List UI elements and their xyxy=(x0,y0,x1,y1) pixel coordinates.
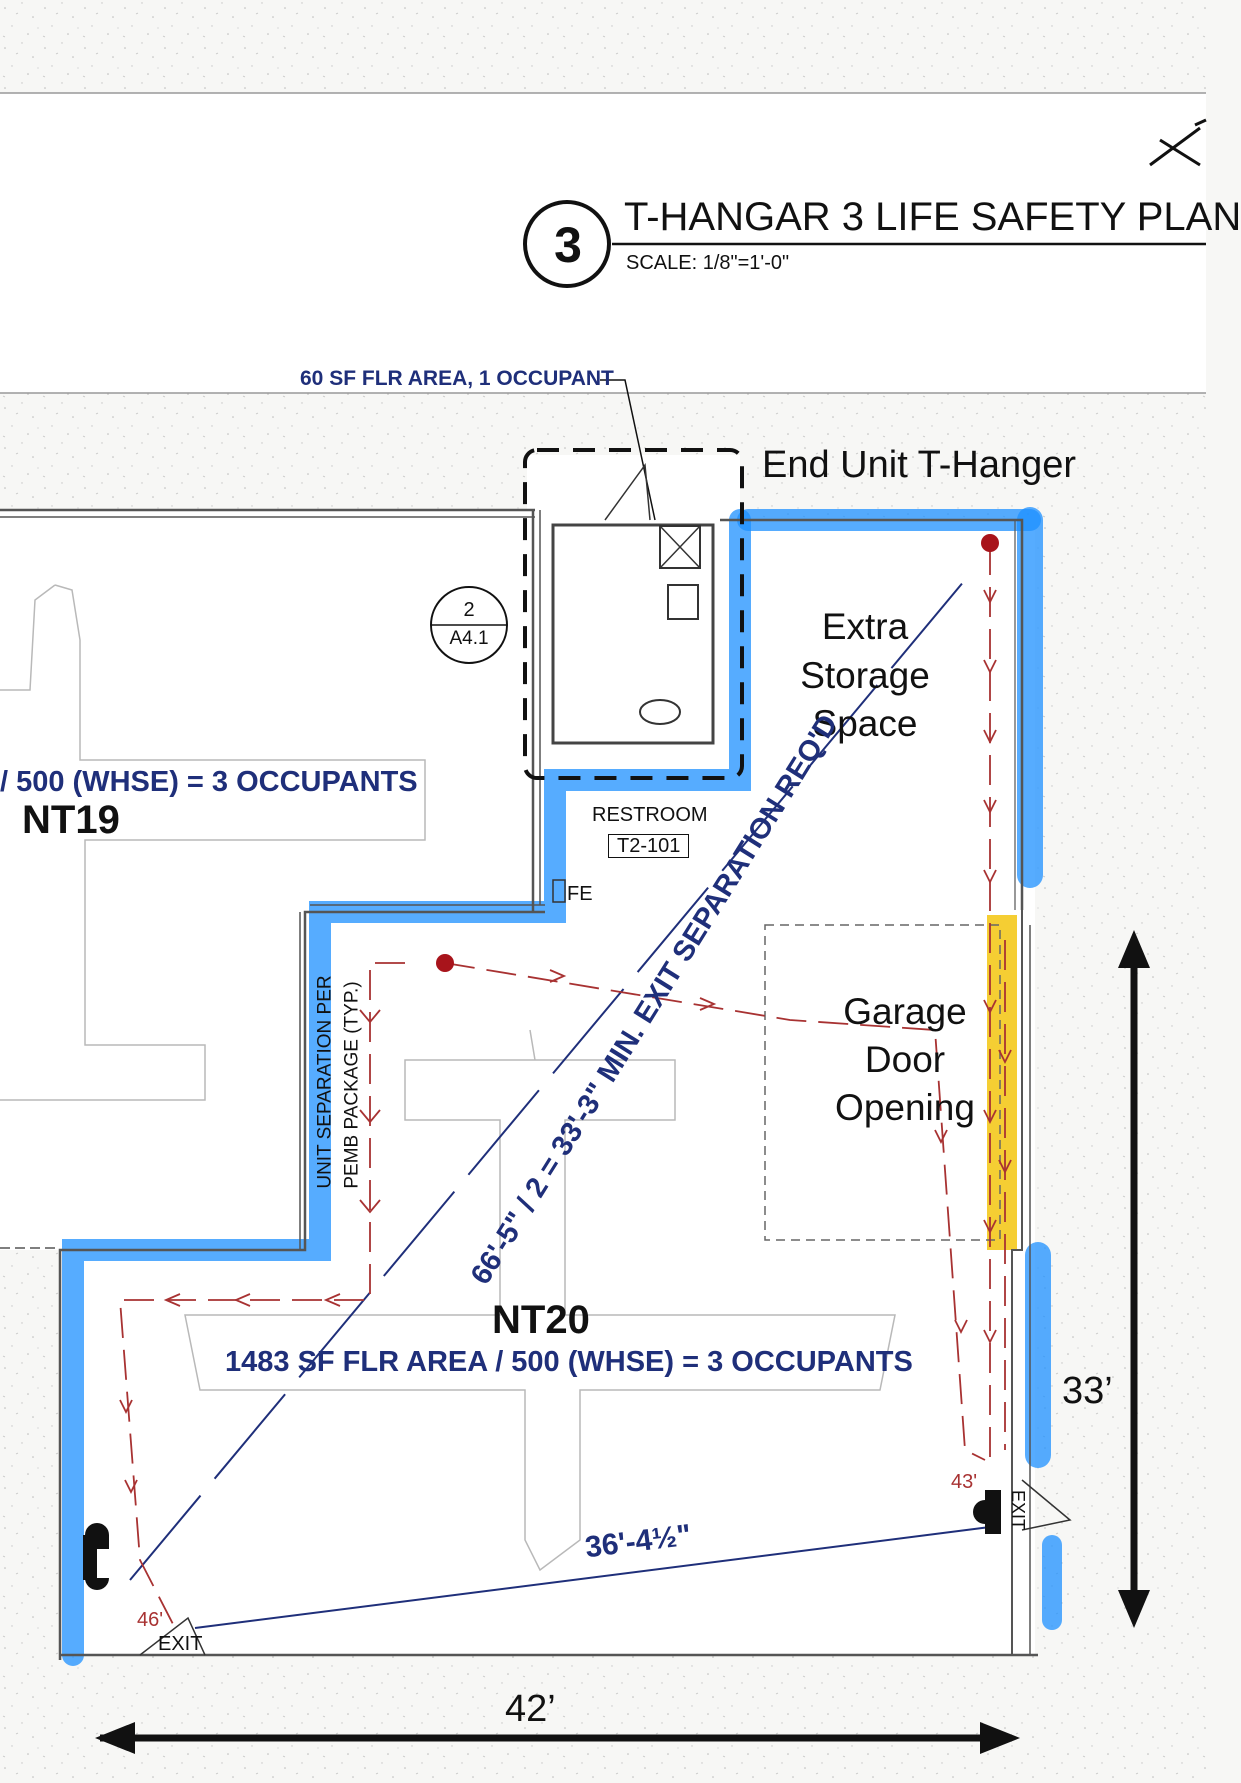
aircraft-outline-nt19 xyxy=(0,584,426,1101)
title-number-circle xyxy=(523,200,611,288)
plan-scale: SCALE: 1/8"=1'-0" xyxy=(626,252,790,274)
egress-paths xyxy=(119,545,1006,1629)
left-exit-label: EXIT xyxy=(158,1633,203,1655)
nt20-occupant-note: 1483 SF FLR AREA / 500 (WHSE) = 3 OCCUPA… xyxy=(225,1346,913,1378)
restroom-floor xyxy=(527,455,740,775)
section-callout-bottom: A4.1 xyxy=(449,628,489,649)
building-walls xyxy=(0,508,1038,1660)
restroom-walls xyxy=(551,523,715,745)
exit-sign-icon xyxy=(973,1490,1001,1534)
restroom-tag: T2-101 xyxy=(608,834,690,858)
height-arrowhead-bottom xyxy=(1118,1590,1150,1628)
section-callout-top: 2 xyxy=(463,599,475,621)
garage-door-line-3: Opening xyxy=(835,1087,975,1128)
extra-storage-line-1: Extra xyxy=(821,606,909,647)
nt19-room-label: NT19 xyxy=(22,798,120,842)
left-exit-distance: 46' xyxy=(137,1609,164,1631)
title-number: 3 xyxy=(554,217,582,273)
restroom-area-note: 60 SF FLR AREA, 1 OCCUPANT xyxy=(300,367,614,390)
floor-plan-drawing xyxy=(0,0,1207,1783)
extra-storage-line-3: Space xyxy=(812,703,918,744)
right-exit-label: EXIT xyxy=(1008,1489,1028,1531)
nt19-occupant-note: / 500 (WHSE) = 3 OCCUPANTS xyxy=(0,766,418,798)
garage-door-line-1: Garage xyxy=(843,991,967,1032)
north-arrow-icon xyxy=(1149,118,1207,167)
extra-storage-line-2: Storage xyxy=(800,655,930,696)
exit-sign-icon xyxy=(83,1523,109,1590)
plan-title: T-HANGAR 3 LIFE SAFETY PLAN xyxy=(624,195,1241,239)
egress-start-point xyxy=(981,534,999,552)
unit-separation-note-1: UNIT SEPARATION PER xyxy=(314,975,336,1189)
sink-fixture xyxy=(667,584,699,620)
fe-box xyxy=(552,879,566,903)
shower-fixture xyxy=(659,525,701,569)
egress-arrowheads xyxy=(119,589,1012,1495)
restroom-door-swing xyxy=(604,462,651,521)
end-unit-label: End Unit T-Hanger xyxy=(762,444,1077,486)
width-dimension-label: 42’ xyxy=(505,1688,556,1730)
exit-distance-line xyxy=(194,1526,991,1629)
nt20-room-label: NT20 xyxy=(492,1298,590,1342)
nt19-floor xyxy=(0,510,545,1250)
width-arrowhead-right xyxy=(980,1722,1020,1754)
restroom-label: RESTROOM xyxy=(592,804,708,826)
restroom-note-leader xyxy=(600,379,656,521)
fire-extinguisher-label: FE xyxy=(567,883,593,905)
egress-start-point xyxy=(436,954,454,972)
toilet-fixture xyxy=(639,699,681,725)
height-arrowhead-top xyxy=(1118,930,1150,968)
right-exit-distance: 43' xyxy=(951,1471,978,1493)
restroom-dash-outline xyxy=(523,448,744,780)
left-exit-door-swing xyxy=(139,1616,206,1656)
garage-door-line-2: Door xyxy=(864,1039,946,1080)
shower-x xyxy=(659,525,701,569)
aircraft-outline-nt20 xyxy=(184,1029,896,1572)
width-arrowhead-left xyxy=(95,1722,135,1754)
height-dimension-label: 33’ xyxy=(1062,1370,1113,1412)
exit-separation-line xyxy=(129,579,966,1581)
garage-door-box xyxy=(764,924,1001,1241)
unit-separation-note-2: PEMB PACKAGE (TYP.) xyxy=(341,981,363,1189)
right-exit-door-swing xyxy=(1021,1479,1072,1531)
